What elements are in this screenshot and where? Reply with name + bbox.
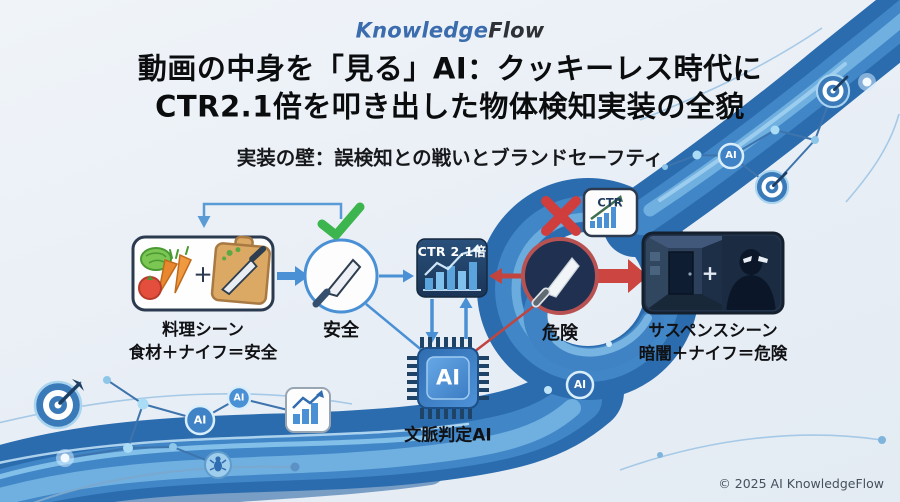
trend-chart-icon xyxy=(590,195,623,228)
cooking-scene-box xyxy=(131,235,275,312)
arrow-danger-to-suspense xyxy=(598,259,648,293)
ctr-result-box xyxy=(416,238,488,298)
chart-box-icon xyxy=(285,387,331,433)
knife-icon xyxy=(312,258,362,308)
page-title-line1: 動画の中身を「見る」AI：クッキーレス時代に xyxy=(137,51,763,86)
decorative-ribbon-bottom-left xyxy=(0,353,624,502)
page-title-line2: CTR2.1倍を叩き出した物体検知実装の全貌 xyxy=(155,89,745,124)
arrow-chip-to-ctr xyxy=(459,297,473,339)
cooking-plus-sign: ＋ xyxy=(193,264,213,287)
cutting-board-knife-icon xyxy=(210,235,271,305)
ctr-metric-text: CTR xyxy=(597,195,623,210)
cooking-label-line1: 料理シーン xyxy=(162,319,244,339)
arrow-danger-to-ctr xyxy=(489,268,521,284)
ai-node-text: AI xyxy=(573,378,587,391)
decorative-ribbon-top-right xyxy=(603,0,900,257)
suspense-label-line2: 暗闇＋ナイフ＝危険 xyxy=(638,343,788,363)
arrow-ctr-to-chip xyxy=(425,299,439,343)
ai-node-text: AI xyxy=(233,392,245,404)
danger-label: 危険 xyxy=(542,323,578,344)
line-danger-to-chip xyxy=(473,305,535,353)
shadow-figure-icon xyxy=(726,249,776,310)
logo-part-knowledge: Knowledge xyxy=(355,18,489,43)
feedback-arrow xyxy=(197,202,343,228)
safe-label: 安全 xyxy=(323,320,359,341)
safe-knife-circle xyxy=(303,238,379,314)
ai-chip-text: AI xyxy=(435,365,461,390)
arrow-safe-to-ctr xyxy=(379,269,414,283)
check-icon xyxy=(317,202,365,240)
ai-chip-label: 文脈判定AI xyxy=(404,425,492,446)
arrow-cooking-to-safe xyxy=(277,266,309,286)
danger-knife-circle xyxy=(521,237,599,315)
ctr-result-text: CTR 2.1倍 xyxy=(417,243,487,259)
page-subtitle: 実装の壁：誤検知との戦いとブランドセーフティ xyxy=(236,146,664,170)
logo-part-flow: Flow xyxy=(488,18,545,43)
ai-node-text: AI xyxy=(725,150,737,161)
vegetables-icon xyxy=(138,246,193,300)
ctr-metric-box xyxy=(582,187,639,238)
suspense-label-line1: サスペンスシーン xyxy=(648,320,778,340)
decorative-hairlines xyxy=(0,27,900,502)
x-icon xyxy=(541,196,581,236)
copyright-text: © 2025 AI KnowledgeFlow xyxy=(718,476,884,491)
bug-icon xyxy=(204,451,232,479)
suspense-plus-sign: + xyxy=(701,261,719,285)
knowledgeflow-logo: KnowledgeFlow xyxy=(355,18,545,43)
target-icon xyxy=(33,73,851,430)
line-safe-to-chip xyxy=(365,303,425,353)
knife-icon xyxy=(531,257,580,308)
ai-node-icon xyxy=(184,142,745,436)
ai-node-text: AI xyxy=(193,413,207,427)
suspense-scene-box xyxy=(641,231,785,315)
cooking-label-line2: 食材＋ナイフ＝安全 xyxy=(128,342,278,362)
bar-chart-icon xyxy=(423,244,481,291)
ai-chip-icon xyxy=(407,337,489,419)
